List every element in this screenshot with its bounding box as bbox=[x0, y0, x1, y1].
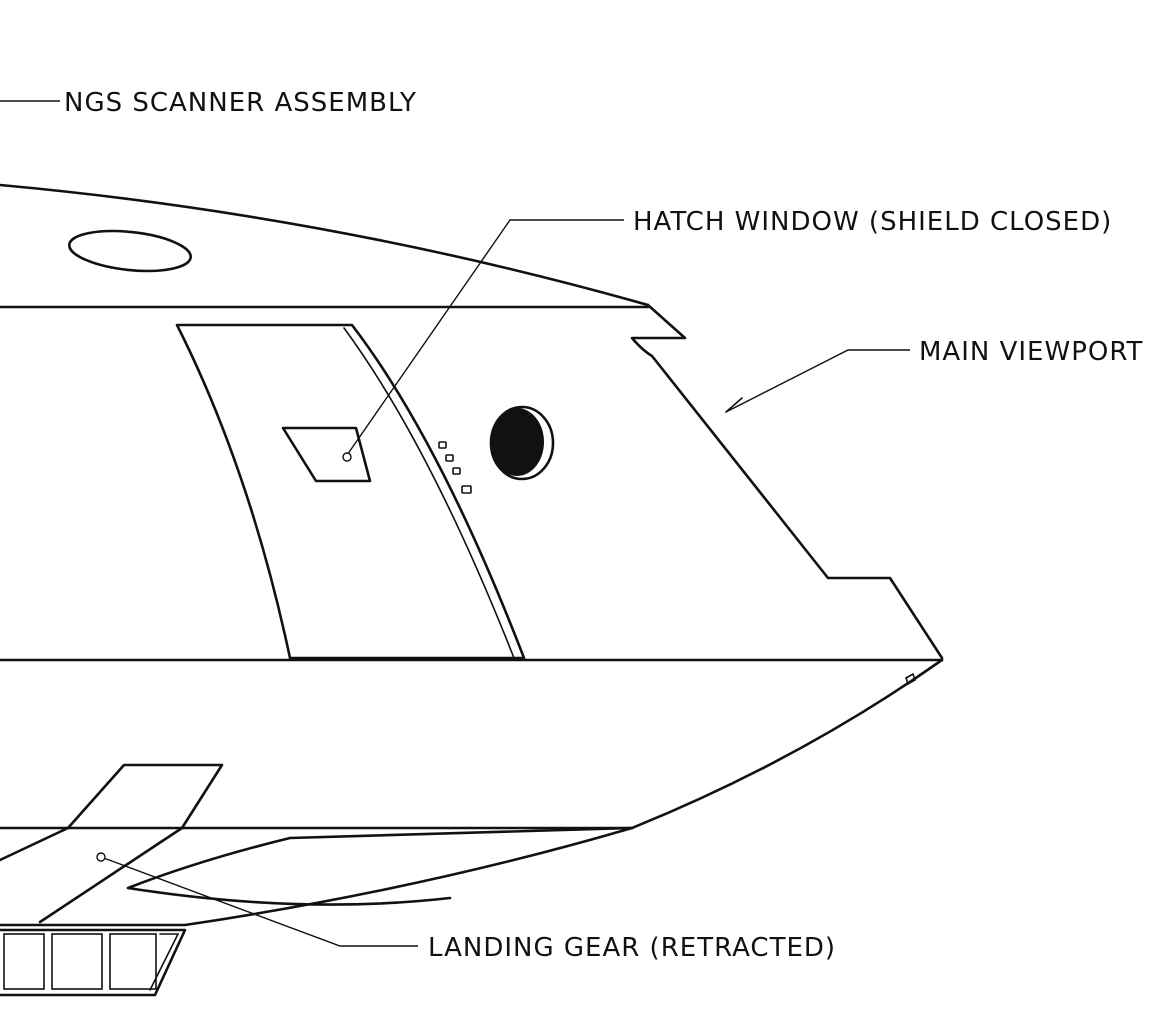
gear-door-line bbox=[38, 826, 184, 924]
hull-bottom-curve bbox=[0, 826, 634, 927]
main-viewport-label: MAIN VIEWPORT bbox=[919, 337, 1143, 367]
indicator-light bbox=[438, 441, 447, 449]
hull bbox=[0, 183, 944, 927]
scanner-label: NGS SCANNER ASSEMBLY bbox=[64, 88, 417, 118]
indicator-light bbox=[461, 485, 472, 494]
scanner-oval bbox=[68, 229, 192, 273]
hatch-trim-line bbox=[343, 327, 515, 659]
main-viewport-leader bbox=[725, 349, 910, 413]
gear-bay-cell bbox=[3, 933, 45, 990]
nose-notch bbox=[630, 303, 944, 660]
hatch-window-leader bbox=[344, 219, 624, 459]
gear-bay bbox=[0, 928, 187, 997]
gear-upper-fin bbox=[66, 763, 224, 830]
landing-gear-leader-dot bbox=[96, 852, 106, 862]
hatch-door bbox=[175, 323, 526, 660]
gear-bay-cell bbox=[109, 933, 157, 990]
hatch-window bbox=[281, 426, 372, 483]
porthole bbox=[489, 405, 555, 481]
hull-roof-line bbox=[0, 183, 650, 307]
hatch-outline bbox=[175, 323, 526, 660]
gear-bay-cell bbox=[51, 933, 103, 990]
main-viewport-leader-tip bbox=[725, 397, 743, 413]
gear-bay-bevel bbox=[149, 933, 180, 991]
leaders bbox=[0, 100, 910, 947]
hatch-window-leader-dot bbox=[342, 452, 352, 462]
gear-bay-outline bbox=[0, 928, 187, 997]
indicator-light bbox=[445, 454, 454, 462]
gear-fairing bbox=[126, 826, 634, 906]
hull-lower-curve bbox=[630, 658, 944, 830]
landing-gear-leader bbox=[100, 856, 418, 947]
gear-strut-left bbox=[0, 826, 70, 862]
landing-gear-label: LANDING GEAR (RETRACTED) bbox=[428, 933, 836, 963]
nose-bump bbox=[905, 672, 916, 686]
landing-gear bbox=[0, 763, 634, 997]
hatch-window-label: HATCH WINDOW (SHIELD CLOSED) bbox=[633, 207, 1112, 237]
porthole-glass bbox=[490, 408, 544, 476]
indicator-light bbox=[452, 467, 461, 475]
